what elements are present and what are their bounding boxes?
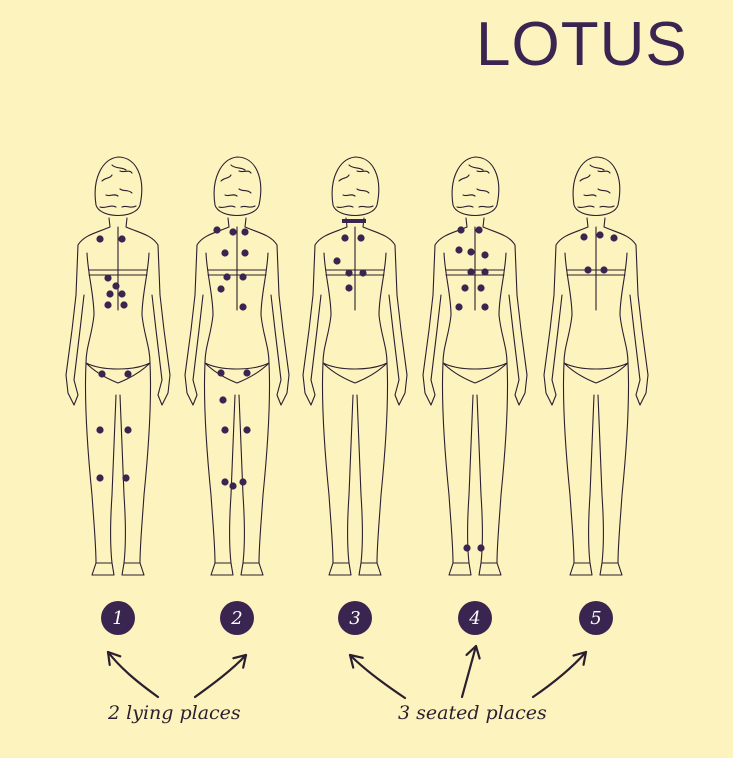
body-outline [65, 156, 171, 576]
arrowhead [106, 650, 122, 666]
arrowhead [348, 653, 364, 669]
massage-point [600, 266, 608, 274]
massage-point [481, 251, 489, 259]
massage-point [341, 234, 349, 242]
massage-point [455, 303, 463, 311]
massage-point [122, 474, 130, 482]
massage-point [241, 228, 249, 236]
massage-point [239, 273, 247, 281]
massage-point [584, 266, 592, 274]
massage-point [345, 269, 353, 277]
massage-point [221, 249, 229, 257]
arrowhead [572, 650, 588, 666]
massage-point [217, 285, 225, 293]
massage-point [481, 303, 489, 311]
figure-number-badge: 1 [101, 601, 135, 635]
body-outline [184, 156, 290, 576]
massage-point [124, 426, 132, 434]
massage-point [104, 274, 112, 282]
massage-point [98, 370, 106, 378]
massage-point [467, 268, 475, 276]
massage-point [596, 231, 604, 239]
massage-point [461, 284, 469, 292]
massage-point [580, 233, 588, 241]
massage-point [213, 226, 221, 234]
body-outline [543, 156, 649, 576]
massage-point [359, 269, 367, 277]
figure-number-badge: 5 [579, 601, 613, 635]
massage-point [243, 369, 251, 377]
massage-point [229, 482, 237, 490]
page-title: LOTUS [476, 10, 688, 79]
massage-point [455, 246, 463, 254]
massage-point [124, 370, 132, 378]
massage-point [219, 396, 227, 404]
massage-point [106, 290, 114, 298]
massage-point [96, 474, 104, 482]
figure-5 [543, 156, 649, 576]
massage-point [104, 301, 112, 309]
massage-point [333, 257, 341, 265]
massage-point [243, 426, 251, 434]
massage-point [463, 544, 471, 552]
massage-point [467, 248, 475, 256]
massage-point [457, 226, 465, 234]
massage-point [217, 369, 225, 377]
figure-number-badge: 3 [338, 601, 372, 635]
massage-point [239, 303, 247, 311]
massage-point [118, 290, 126, 298]
figure-2 [184, 156, 290, 576]
arrowhead [232, 653, 248, 669]
body-outline [422, 156, 528, 576]
arrow [348, 653, 407, 700]
massage-point [120, 301, 128, 309]
massage-point [475, 226, 483, 234]
massage-point [223, 273, 231, 281]
figure-number-badge: 4 [458, 601, 492, 635]
massage-point [96, 426, 104, 434]
massage-point [610, 234, 618, 242]
figure-3 [302, 156, 408, 576]
massage-point [357, 234, 365, 242]
massage-point [345, 284, 353, 292]
massage-point [241, 249, 249, 257]
arrow [531, 650, 588, 699]
massage-point [477, 544, 485, 552]
figure-1 [65, 156, 171, 576]
figure-4 [422, 156, 528, 576]
massage-point [477, 284, 485, 292]
massage-point [96, 235, 104, 243]
massage-point [229, 228, 237, 236]
seated-places-caption: 3 seated places [398, 702, 547, 724]
massage-point [239, 478, 247, 486]
massage-point [221, 426, 229, 434]
massage-point [221, 478, 229, 486]
figure-number-badge: 2 [220, 601, 254, 635]
massage-point [112, 282, 120, 290]
arrow [460, 644, 478, 699]
arrow [106, 650, 160, 699]
lying-places-caption: 2 lying places [108, 702, 241, 724]
arrow [193, 653, 248, 699]
massage-point [118, 235, 126, 243]
massage-point [481, 268, 489, 276]
arrowhead [465, 644, 481, 660]
